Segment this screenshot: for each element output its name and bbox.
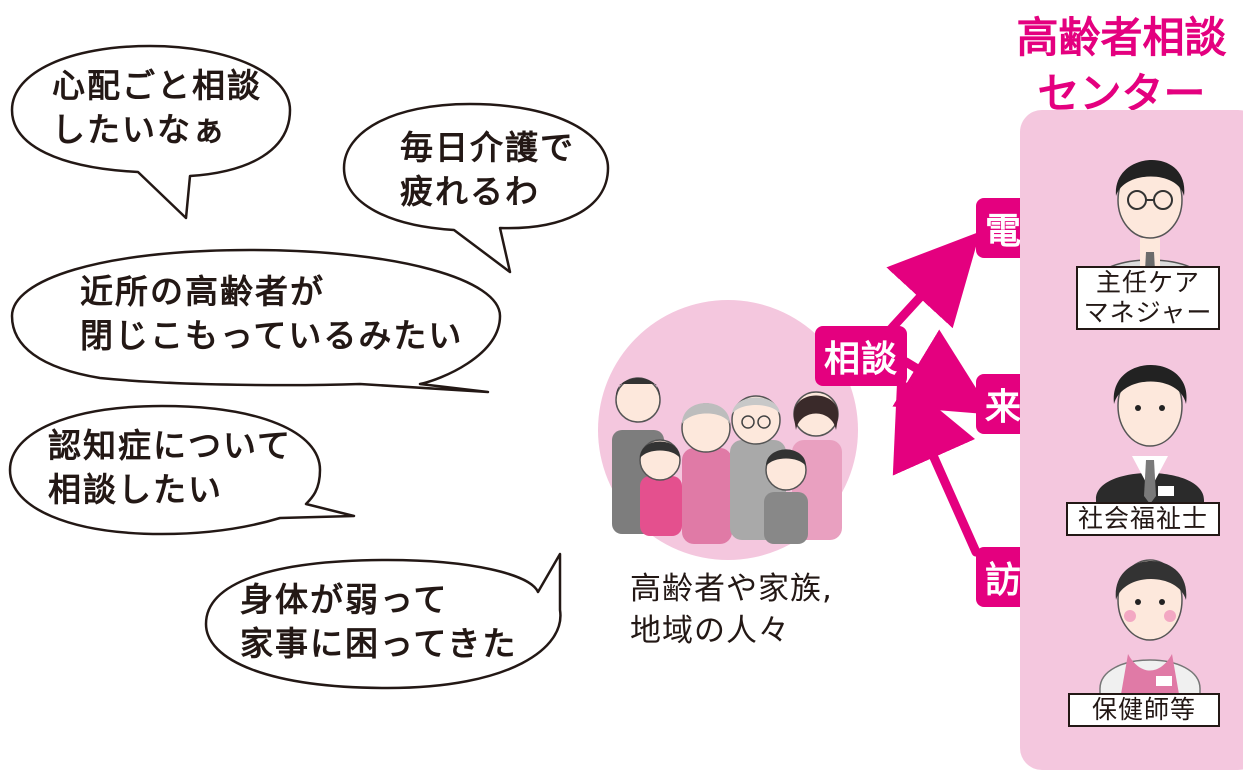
bubble-text-4: 認知症について 相談したい xyxy=(48,426,293,509)
bubble-text-5: 身体が弱って 家事に困ってきた xyxy=(240,580,518,663)
bubble-text-2: 毎日介護で 疲れるわ xyxy=(400,128,575,211)
family-illustration xyxy=(598,300,858,560)
arrow-from-home-visit xyxy=(892,375,981,557)
center-title: 高齢者相談 センター xyxy=(1016,13,1227,118)
speech-bubbles xyxy=(8,44,610,690)
people-label: 高齢者や家族, 地域の人々 xyxy=(630,571,833,649)
staff-label-care-manager: 主任ケア マネジャー xyxy=(1076,266,1220,330)
bubble-shape-4 xyxy=(8,404,356,536)
arrow-to-phone xyxy=(885,231,981,335)
staff-label-nurse: 保健師等 xyxy=(1068,693,1220,727)
family-figures xyxy=(612,377,842,544)
bubble-text-3: 近所の高齢者が 閉じこもっているみたい xyxy=(80,272,464,355)
bubble-shape-3 xyxy=(10,248,502,394)
bubble-shape-2 xyxy=(342,102,610,274)
bubble-text-1: 心配ごと相談 したいなぁ xyxy=(52,66,262,149)
consult-label: 相談 xyxy=(815,326,907,386)
bubble-shape-5 xyxy=(204,552,562,690)
social-worker-icon xyxy=(1095,365,1204,512)
staff-illustrations xyxy=(1089,159,1211,701)
connection-arrows xyxy=(885,231,993,557)
bubble-shape-1 xyxy=(10,44,292,220)
nurse-icon xyxy=(1099,559,1201,701)
staff-label-social-worker: 社会福祉士 xyxy=(1066,502,1220,536)
